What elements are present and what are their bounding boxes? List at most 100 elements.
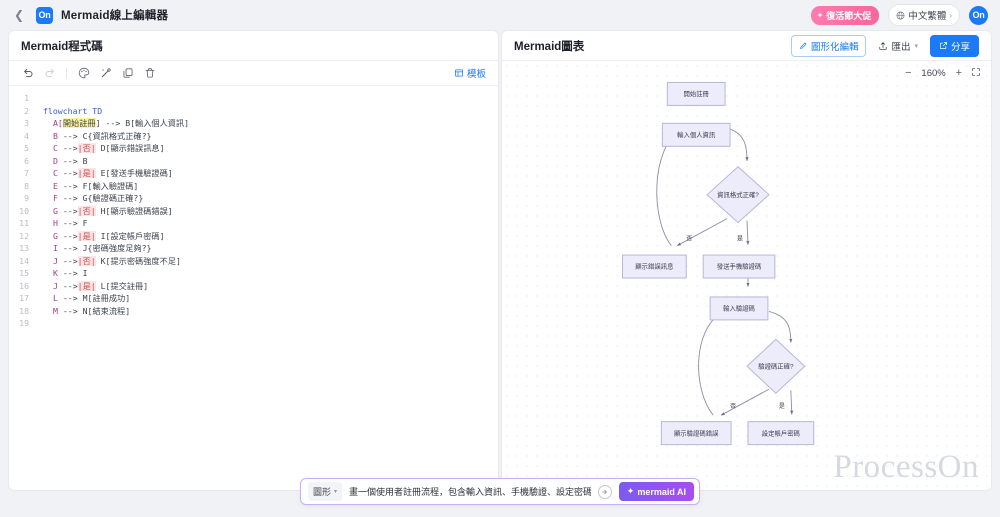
code-token: J (53, 255, 58, 266)
promo-badge[interactable]: ✦ 復活節大促 (810, 5, 880, 25)
line-number: 4 (24, 130, 29, 141)
code-token: K (53, 268, 58, 278)
trash-icon[interactable] (143, 67, 156, 80)
line-number: 3 (24, 118, 29, 128)
line-number: 8 (24, 180, 29, 191)
flow-node[interactable]: 開始註冊 (666, 81, 726, 106)
code-token: E[發送手機驗證碼] (95, 168, 173, 178)
flow-node[interactable]: 顯示錯誤訊息 (622, 254, 687, 279)
line-number: 10 (19, 205, 29, 216)
code-line: G -->|否| H[顯示驗證碼錯誤] (43, 205, 498, 218)
mermaid-ai-label: mermaid AI (637, 486, 686, 497)
code-token: D[顯示錯誤訊息] (95, 143, 165, 153)
magic-wand-icon[interactable] (99, 67, 112, 80)
code-token: G (53, 205, 58, 216)
code-token: --> (57, 205, 78, 216)
share-label: 分享 (950, 41, 970, 53)
code-line: F --> G{驗證碼正確?} (43, 192, 498, 205)
code-token: --> (57, 168, 78, 178)
code-token: G (53, 230, 58, 241)
redo-icon[interactable] (43, 67, 56, 80)
code-token: F (53, 193, 58, 203)
code-line: I --> J{密碼強度足夠?} (43, 242, 498, 255)
code-token: --> (57, 268, 83, 278)
flow-node-shape (666, 81, 726, 106)
flow-nodes: 開始註冊輸入個人資訊資訊格式正確? 顯示錯誤訊息發送手機驗證碼輸入驗證碼驗證碼正確… (622, 81, 815, 446)
code-token: E (53, 180, 58, 191)
flow-node[interactable]: 驗證碼正確? (746, 338, 806, 394)
code-token: --> (57, 143, 78, 153)
template-button[interactable]: 模板 (454, 66, 486, 80)
line-number: 12 (19, 230, 29, 241)
code-token: J{密碼強度足夠?} (82, 243, 152, 253)
diagram-panel-header: Mermaid圖表 圖形化編輯 匯出 ▾ 分享 (502, 31, 991, 61)
flow-node[interactable]: 輸入個人資訊 (661, 122, 731, 147)
code-line: E --> F[輸入驗證碼] (43, 180, 498, 193)
copy-icon[interactable] (121, 67, 134, 80)
code-token: --> (57, 218, 83, 228)
flow-edge-label: 是 (737, 236, 743, 243)
top-bar-actions: ✦ 復活節大促 中文繁體 › On (810, 4, 988, 26)
undo-icon[interactable] (21, 67, 34, 80)
code-token: A[ (53, 118, 63, 128)
share-button[interactable]: 分享 (929, 34, 979, 57)
line-number: 14 (19, 255, 29, 266)
code-token: I (82, 268, 88, 278)
diagram-panel: Mermaid圖表 圖形化編輯 匯出 ▾ 分享 − (501, 30, 992, 491)
export-label: 匯出 (891, 41, 911, 53)
code-panel-title: Mermaid程式碼 (21, 40, 103, 53)
language-selector[interactable]: 中文繁體 › (888, 4, 960, 26)
code-line: flowchart TD (43, 105, 498, 118)
globe-icon (896, 11, 905, 19)
code-line: J -->|是| L[提交註冊] (43, 280, 498, 293)
code-token: --> (57, 230, 78, 241)
line-number: 2 (24, 105, 29, 116)
flow-node[interactable]: 資訊格式正確? (706, 166, 770, 224)
code-token: J (53, 280, 58, 291)
diagram-canvas[interactable]: − 160% + (502, 61, 991, 490)
flow-node[interactable]: 發送手機驗證碼 (702, 254, 776, 279)
code-token: I (53, 243, 58, 253)
line-number: 9 (24, 193, 29, 203)
code-token: |否| (77, 255, 96, 266)
flow-node[interactable]: 顯示驗證碼錯誤 (660, 421, 732, 446)
zoom-in-icon[interactable]: + (955, 67, 962, 79)
flow-node-shape (661, 122, 731, 147)
ai-prompt-input[interactable] (349, 486, 591, 497)
back-icon[interactable]: ❮ (13, 8, 25, 22)
mermaid-ai-button[interactable]: ✦ mermaid AI (618, 482, 694, 501)
code-token: --> (57, 130, 83, 141)
sparkle-icon: ✦ (816, 10, 824, 20)
code-token: |否| (77, 205, 96, 216)
code-token: --> (57, 155, 83, 166)
page-title: Mermaid線上編輯器 (61, 10, 169, 22)
code-token: --> (57, 305, 83, 316)
zoom-controls: − 160% + (905, 67, 981, 80)
flow-node[interactable]: 設定帳戶密碼 (747, 421, 815, 446)
fullscreen-icon[interactable] (971, 67, 981, 80)
zoom-level-label: 160% (921, 68, 946, 79)
flow-node-shape (706, 166, 770, 224)
flow-node[interactable]: 輸入驗證碼 (709, 296, 769, 321)
share-icon (939, 42, 947, 50)
avatar[interactable]: On (969, 5, 988, 25)
code-token: --> (57, 180, 83, 191)
code-line: H --> F (43, 217, 498, 230)
zoom-out-icon[interactable]: − (905, 67, 912, 79)
code-token: F (82, 218, 88, 228)
export-button[interactable]: 匯出 ▾ (873, 36, 923, 56)
code-line: G -->|是| I[設定帳戶密碼] (43, 230, 498, 243)
line-number: 13 (19, 243, 29, 253)
code-token: G{驗證碼正確?} (82, 193, 144, 203)
graphic-edit-button[interactable]: 圖形化編輯 (790, 34, 867, 57)
diagram-type-select[interactable]: 圖形 ▾ (308, 482, 343, 501)
code-token: |否| (77, 143, 96, 153)
code-token: H (53, 218, 58, 228)
palette-icon[interactable] (77, 67, 90, 80)
promo-label: 復活節大促 (826, 10, 872, 21)
send-icon[interactable] (597, 484, 612, 499)
code-token: D (53, 155, 58, 166)
